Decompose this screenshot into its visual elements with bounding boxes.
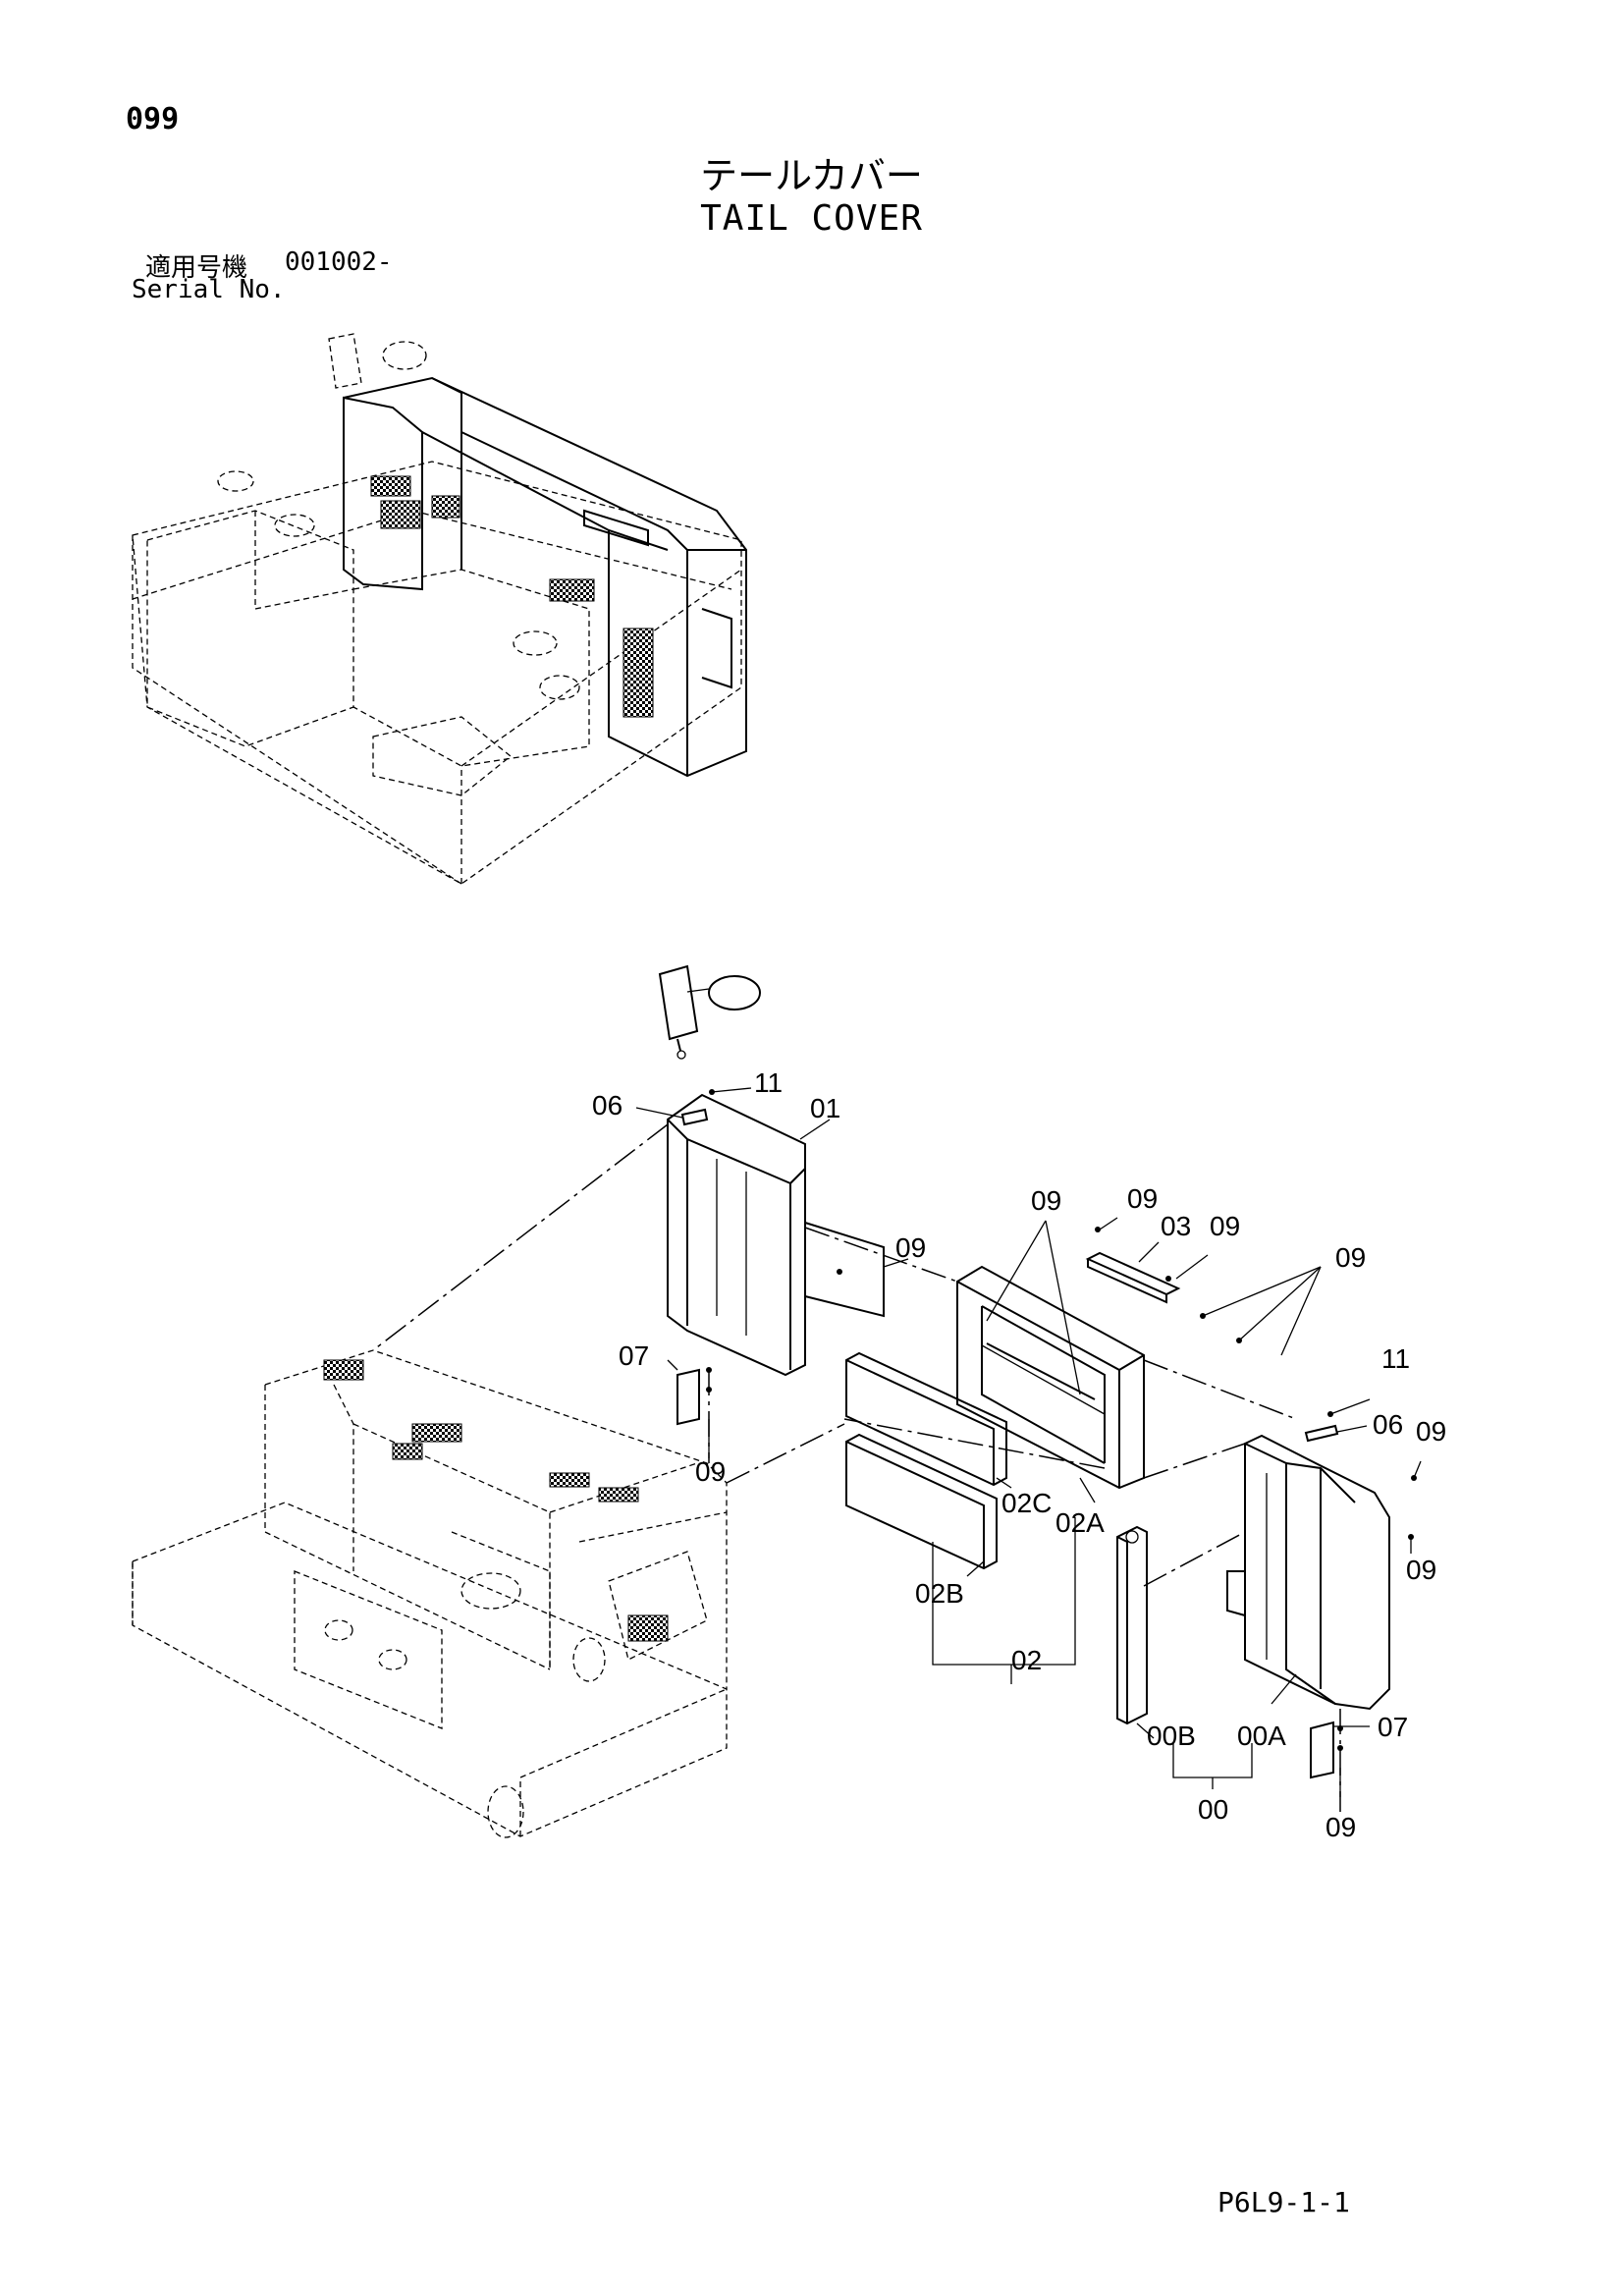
callout-01: 01 [810,1093,840,1123]
part-02-center-frame [956,1265,1145,1490]
leader-lines [635,1087,1422,1797]
part-02c-panel [845,1351,1007,1487]
callout-09: 09 [1210,1211,1240,1241]
callout-09: 09 [1325,1812,1356,1842]
callout-07: 07 [1378,1712,1408,1742]
serial-label-japanese: 適用号機 [145,253,248,283]
exploded-machine-frame [132,1349,728,1838]
page-title-japanese: テールカバー [700,154,923,197]
callout-02b: 02B [915,1578,964,1609]
serial-number-value: 001002- [285,247,393,277]
overview-machine-illustration [132,333,747,885]
callout-00a: 00A [1237,1721,1286,1751]
callout-09: 09 [1416,1416,1446,1447]
callout-03: 03 [1161,1211,1191,1241]
callout-06: 06 [592,1090,622,1121]
callout-02: 02 [1011,1645,1042,1675]
callout-09: 09 [695,1456,726,1487]
page-number: 099 [126,102,180,137]
callout-11: 11 [1381,1343,1410,1374]
callout-11: 11 [754,1067,783,1098]
serial-label-english: Serial No. [132,275,286,304]
callout-labels: 11 06 01 09 07 09 09 09 03 09 09 11 06 0… [592,1067,1446,1842]
mirror-assembly [658,964,761,1060]
part-07-bracket [676,1368,1334,1779]
callout-02c: 02C [1001,1488,1052,1518]
callout-09: 09 [895,1232,926,1263]
callout-07: 07 [619,1340,649,1371]
part-00b-post [1116,1525,1148,1725]
part-06-plate [680,1108,1339,1443]
callout-00b: 00B [1147,1721,1196,1751]
callout-09: 09 [1127,1183,1158,1214]
callout-06: 06 [1373,1409,1403,1440]
callout-09: 09 [1031,1185,1061,1216]
part-00a-right-cover [1226,1434,1390,1711]
part-03-bracket [1085,1251,1181,1304]
bolt-markers [706,1089,1417,1751]
assembly-chain-lines [372,1123,1341,1812]
callout-00: 00 [1198,1794,1228,1825]
part-02b-panel [845,1433,998,1570]
document-code: P6L9-1-1 [1217,2186,1350,2218]
callout-09: 09 [1406,1555,1436,1585]
callout-09: 09 [1335,1242,1366,1273]
page-title-english: TAIL COVER [700,198,923,239]
part-01-left-cover [667,1093,885,1377]
callout-02a: 02A [1055,1507,1105,1538]
